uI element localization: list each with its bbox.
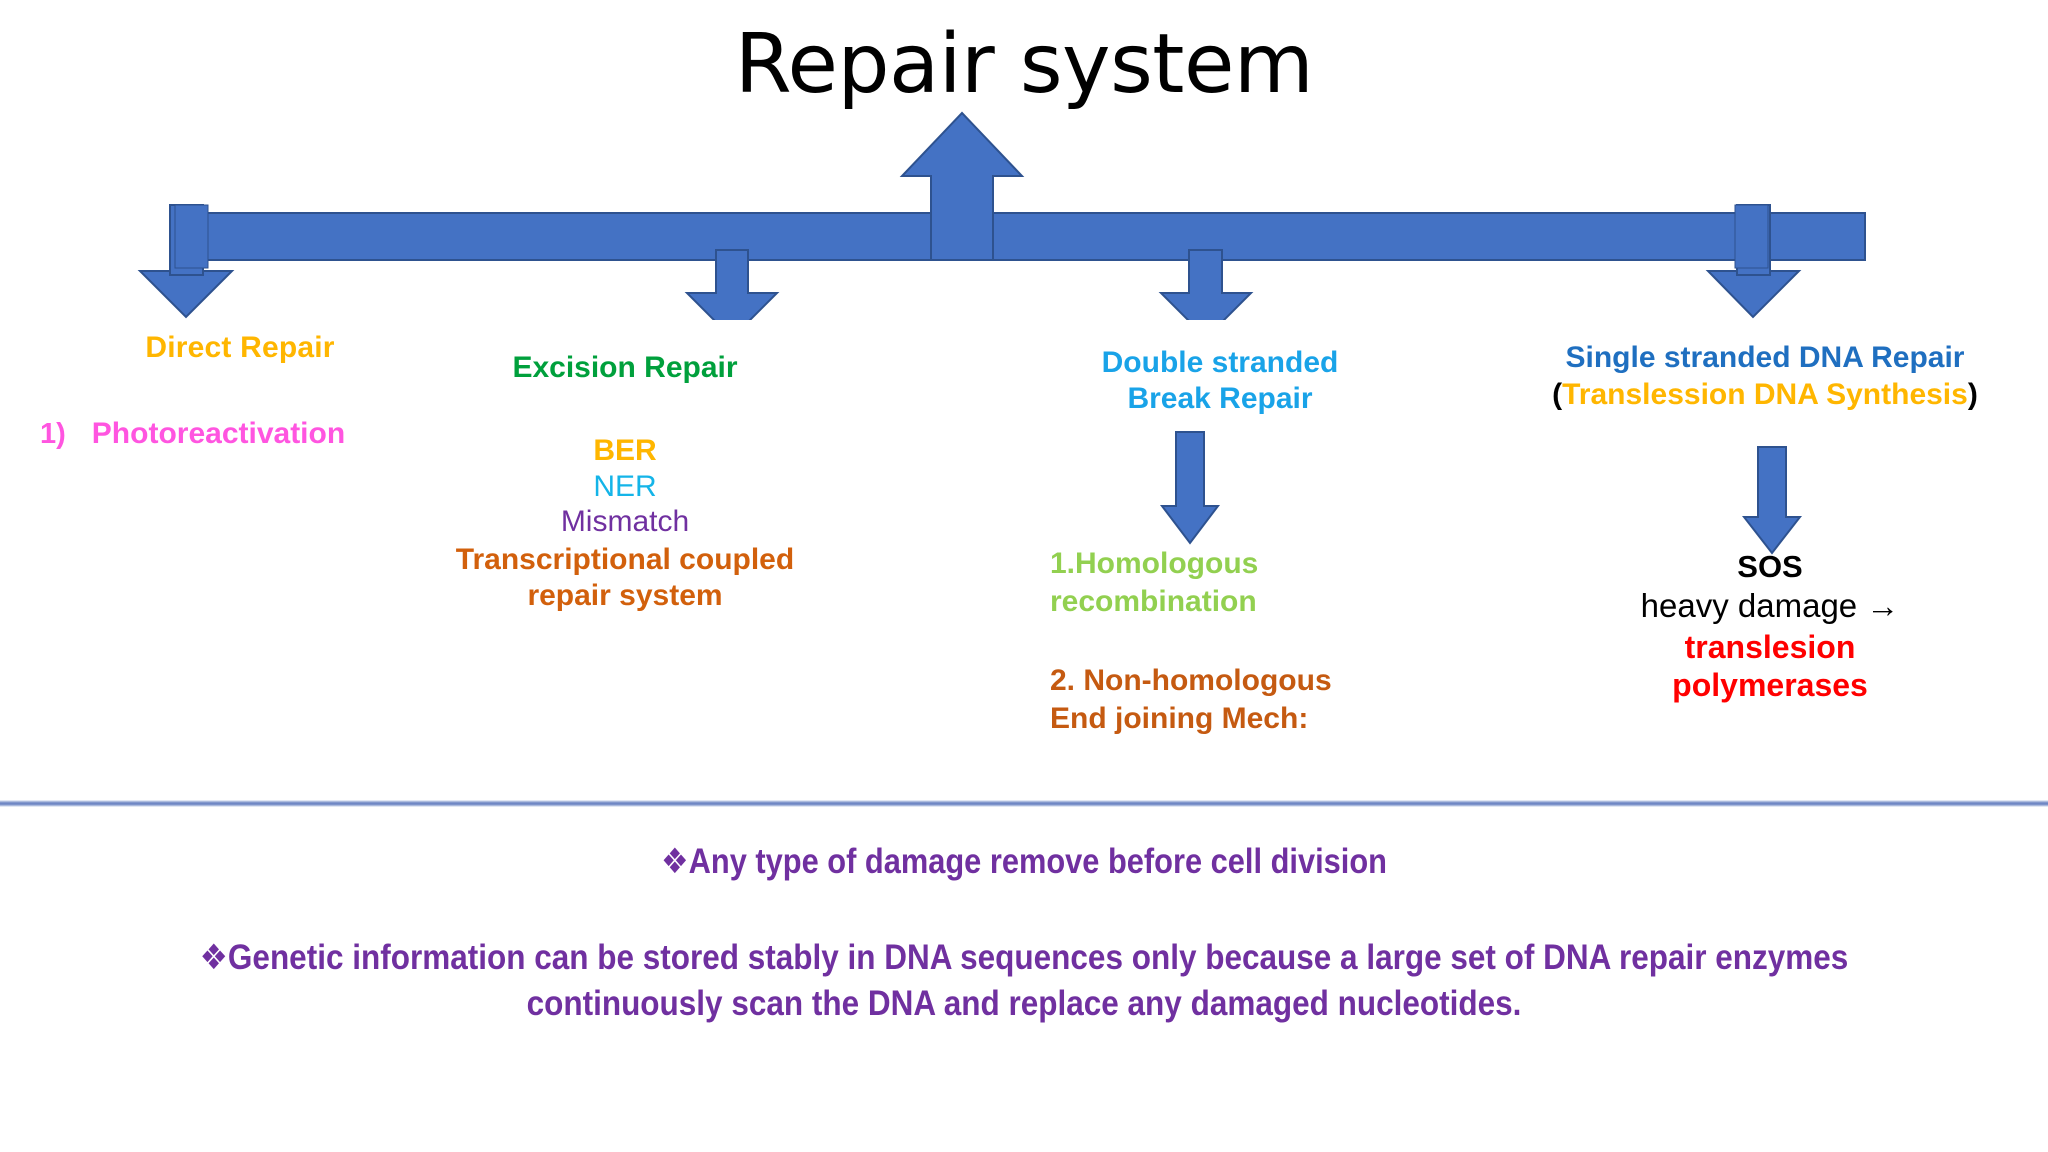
sos-heavy-damage-label: heavy damage →: [1640, 586, 1900, 624]
note-item-2: ❖Genetic information can be stored stabl…: [102, 935, 1945, 1027]
ssb-down-arrow-icon: [1742, 446, 1802, 555]
excision-item-mismatch: Mismatch: [560, 505, 690, 539]
repair-system-arrow-diagram: [137, 111, 1866, 320]
page-title: Repair system: [734, 17, 1314, 112]
direct-repair-title: Direct Repair: [145, 331, 335, 364]
subtitle-open-paren: (: [1552, 377, 1563, 411]
section-divider: [0, 800, 2048, 807]
trunk-right-cap: [1734, 204, 1769, 269]
excision-item-transcriptional-coupled-repair: Transcriptional coupled repair system: [455, 542, 795, 612]
photoreactivation-label: Photoreactivation: [91, 417, 346, 451]
dsb-item-homologous-recombination: 1.Homologous recombination: [1050, 547, 1259, 618]
ssb-repair-subtitle: (Translession DNA Synthesis): [1510, 377, 2020, 414]
excision-item-ner: NER: [593, 469, 657, 503]
translesion-polymerases-label: translesion polymerases: [1672, 629, 1868, 704]
column-double-stranded-break-repair: Double stranded Break Repair: [1020, 345, 1420, 417]
excision-repair-title: Excision Repair: [512, 351, 738, 384]
branch-arrow-excision-repair: [684, 249, 780, 320]
note-item-1: ❖Any type of damage remove before cell d…: [123, 840, 1925, 885]
note-1-text: Any type of damage remove before cell di…: [688, 842, 1387, 881]
column-single-stranded-dna-repair: Single stranded DNA Repair (Translession…: [1510, 340, 2020, 413]
trunk-bar: [174, 212, 1866, 261]
excision-item-ber: BER: [593, 434, 657, 468]
trunk-left-cap: [174, 204, 209, 269]
sos-label: SOS: [1737, 549, 1803, 584]
direct-repair-item-photoreactivation: 1) Photoreactivation: [40, 417, 440, 451]
up-arrow-to-title: [899, 111, 1025, 261]
list-number: 1): [40, 418, 66, 451]
dsb-repair-title: Double stranded Break Repair: [1101, 346, 1339, 415]
diamond-bullet-icon: ❖: [661, 842, 689, 882]
excision-repair-item-list: BER NER Mismatch Transcriptional coupled…: [430, 433, 820, 613]
subtitle-close-paren: ): [1967, 377, 1978, 411]
summary-notes: ❖Any type of damage remove before cell d…: [0, 840, 2048, 1027]
column-direct-repair: Direct Repair 1) Photoreactivation: [40, 330, 440, 451]
ssb-repair-title: Single stranded DNA Repair: [1565, 341, 1965, 374]
translession-dna-synthesis-label: Translession DNA Synthesis: [1562, 377, 1968, 411]
dsb-repair-item-list: 1.Homologous recombination 2. Non-homolo…: [1050, 545, 1470, 737]
dsb-down-arrow-icon: [1160, 431, 1220, 545]
sos-response-block: SOS heavy damage → translesion polymeras…: [1540, 548, 2000, 705]
note-2-text: Genetic information can be stored stably…: [227, 937, 1849, 1024]
column-excision-repair: Excision Repair BER NER Mismatch Transcr…: [430, 350, 820, 614]
dsb-item-non-homologous-end-joining: 2. Non-homologous End joining Mech:: [1050, 664, 1332, 735]
branch-arrow-dsb-repair: [1158, 249, 1254, 320]
diamond-bullet-icon: ❖: [199, 937, 228, 978]
